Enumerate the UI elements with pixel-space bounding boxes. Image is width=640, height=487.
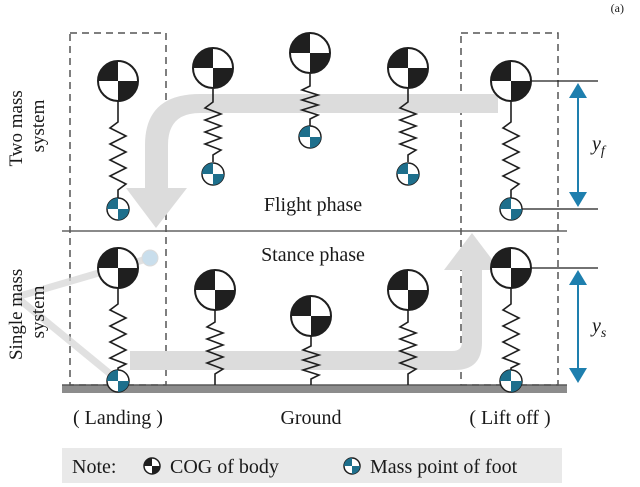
cog-marker-icon (490, 60, 532, 102)
yf-label: yf (590, 133, 607, 159)
page-corner-label: (a) (611, 1, 624, 15)
spring-icon (108, 101, 128, 198)
cog-marker-icon (194, 269, 236, 311)
note-label: Note: (72, 456, 116, 478)
foot-marker-icon (106, 369, 130, 393)
spring-icon (299, 74, 321, 126)
spring-icon (397, 89, 419, 162)
single-mass-figure-4 (387, 269, 429, 385)
liftoff-label: ( Lift off ) (469, 407, 550, 429)
landing-label: ( Landing ) (73, 407, 163, 429)
ground-bar (62, 385, 567, 393)
flow-arrow-icon (126, 94, 500, 370)
foot-marker-icon (106, 197, 130, 221)
spring-icon (501, 288, 521, 372)
cog-marker-icon (192, 47, 234, 89)
flight-phase-label: Flight phase (264, 194, 362, 216)
spring-icon (300, 336, 322, 385)
spring-icon (397, 310, 419, 385)
foot-marker-icon (298, 125, 322, 149)
stance-phase-label: Stance phase (261, 244, 365, 266)
spring-icon (202, 89, 224, 162)
cog-marker-icon (490, 247, 532, 289)
foot-marker-icon (499, 369, 523, 393)
cog-marker-icon (290, 295, 332, 337)
single-mass-figure-2 (194, 269, 236, 385)
spring-icon (108, 288, 128, 372)
cog-marker-icon (289, 32, 331, 74)
single-mass-figure-landing (97, 247, 139, 393)
yf-dimension (522, 80, 598, 210)
two-mass-figure-landing (97, 60, 139, 221)
cog-legend-icon (143, 457, 161, 475)
two-mass-figure-apex (289, 32, 331, 149)
single-mass-figure-mid (290, 295, 332, 385)
ys-dimension (530, 267, 598, 383)
two-mass-figure-4 (387, 47, 429, 186)
two-mass-label: Two mass system (6, 85, 49, 166)
foot-marker-icon (396, 162, 420, 186)
ys-label: ys (590, 315, 607, 341)
spring-icon (204, 310, 226, 385)
single-mass-figure-liftoff (490, 247, 532, 393)
spring-icon (501, 101, 521, 198)
two-mass-figure-liftoff (490, 60, 532, 221)
foot-legend-icon (343, 457, 361, 475)
foot-legend-label: Mass point of foot (370, 456, 518, 478)
cog-marker-icon (97, 60, 139, 102)
foot-marker-icon (499, 197, 523, 221)
foot-marker-icon (201, 162, 225, 186)
cog-legend-label: COG of body (170, 456, 279, 478)
two-mass-figure-2 (192, 47, 234, 186)
cog-marker-icon (387, 47, 429, 89)
single-mass-label: Single mass system (6, 264, 49, 360)
cog-marker-icon (387, 269, 429, 311)
ground-label: Ground (280, 407, 341, 429)
cog-marker-icon (97, 247, 139, 289)
